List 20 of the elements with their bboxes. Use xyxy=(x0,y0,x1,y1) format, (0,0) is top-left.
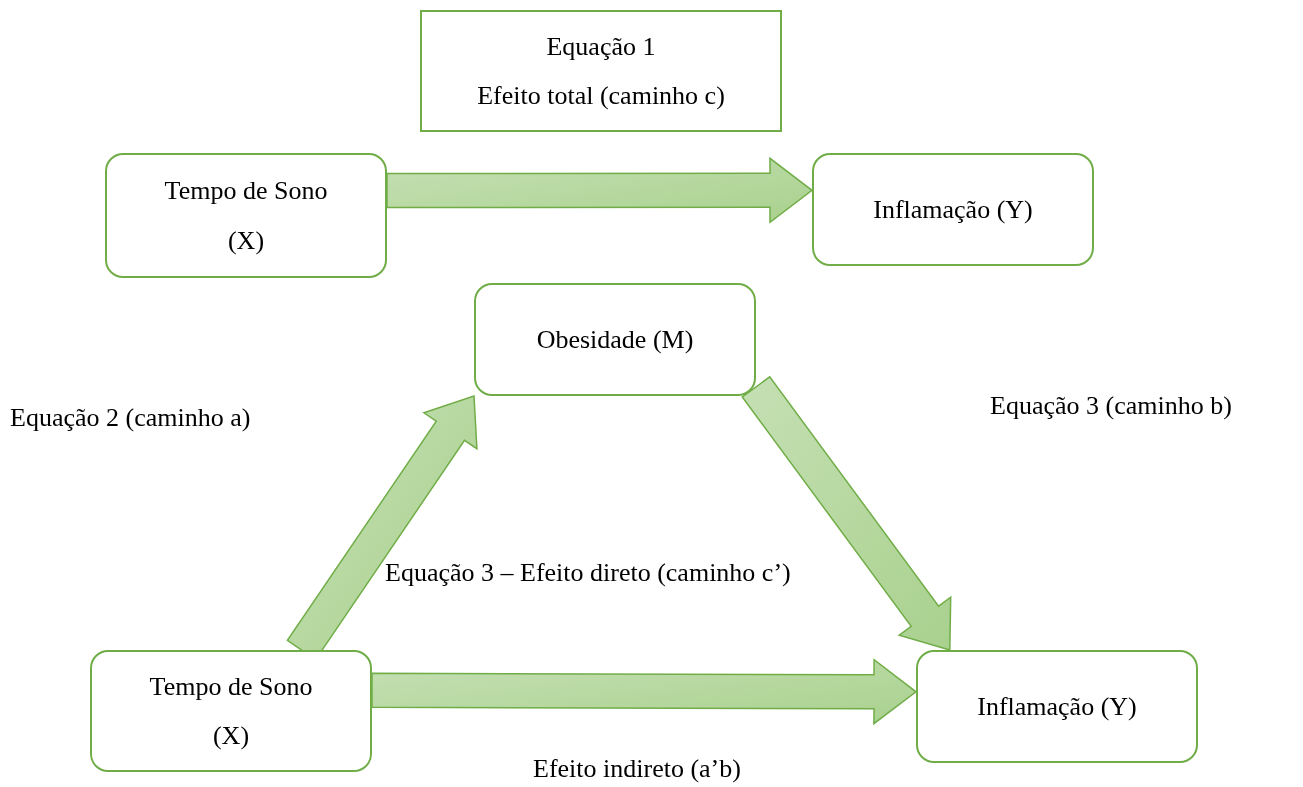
variable-box xyxy=(474,283,756,396)
box-text: Tempo de Sono (X) xyxy=(148,670,314,752)
block-arrow xyxy=(741,375,952,651)
path-label: Equação 2 (caminho a) xyxy=(10,402,251,434)
box-text: Inflamação (Y) xyxy=(873,193,1033,226)
variable-box xyxy=(916,650,1198,763)
variable-box xyxy=(812,153,1094,266)
box-text: Tempo de Sono (X) xyxy=(163,175,329,257)
block-arrow xyxy=(371,658,918,726)
block-arrow xyxy=(386,156,814,224)
path-label: Equação 3 – Efeito direto (caminho c’) xyxy=(385,557,791,589)
box-text: Inflamação (Y) xyxy=(977,690,1137,723)
box-text: Efeito total (caminho c) xyxy=(477,80,725,112)
variable-box xyxy=(90,650,372,772)
path-label: Efeito indireto (a’b) xyxy=(533,753,741,785)
box-heading: Equação 1 xyxy=(546,30,656,63)
path-label: Equação 3 (caminho b) xyxy=(990,390,1232,422)
variable-box xyxy=(105,153,387,278)
box-text: Obesidade (M) xyxy=(536,323,694,356)
equation-box xyxy=(420,10,782,132)
